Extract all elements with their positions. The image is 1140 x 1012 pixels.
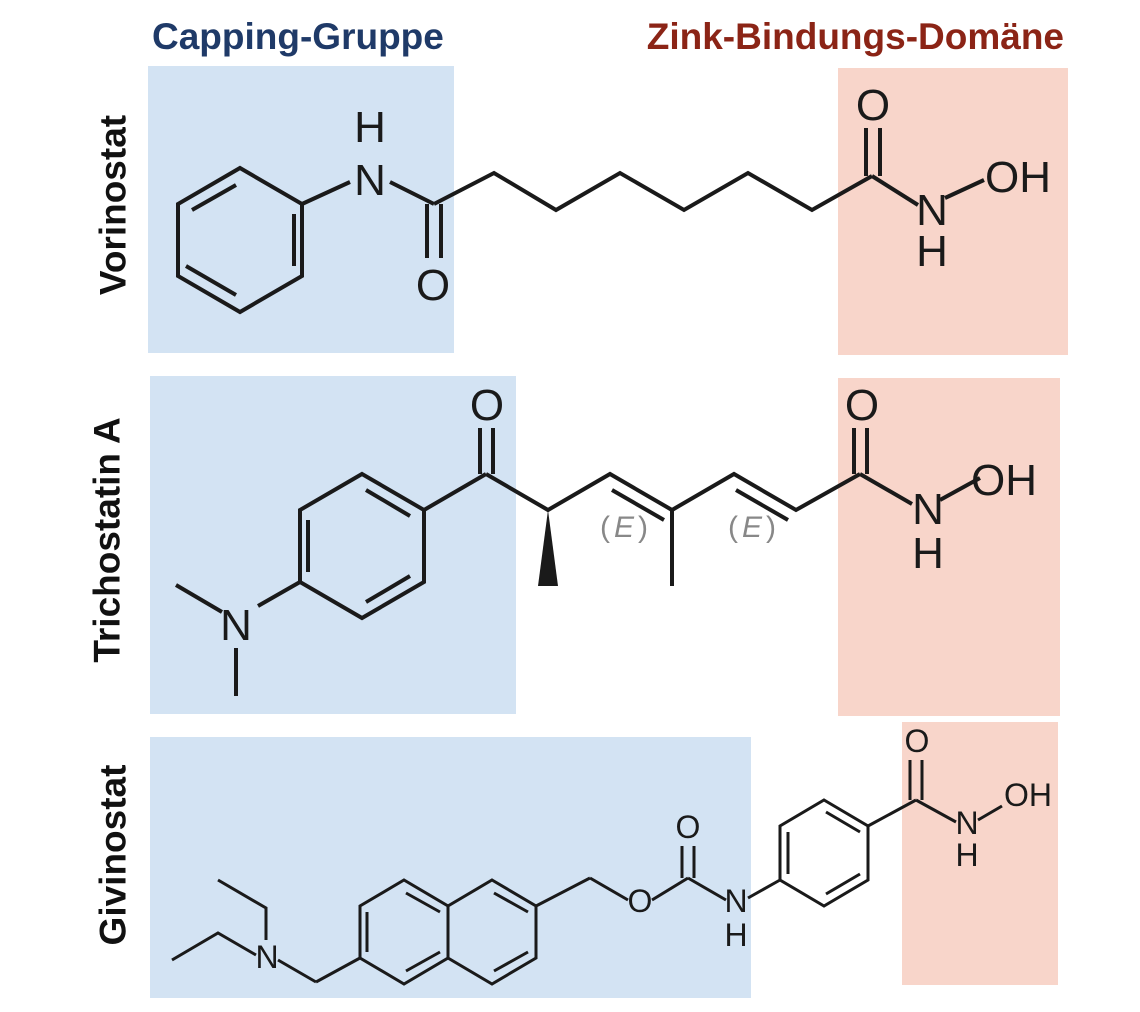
givinostat-carbamate-H: H (724, 917, 747, 953)
givinostat-hydroxamate-OH: OH (1004, 777, 1052, 813)
trichostatin-hydroxamate-N: N (912, 485, 944, 534)
trichostatin-zinc-box (838, 378, 1060, 716)
givinostat-carbonyl-O: O (905, 723, 930, 759)
trichostatin-ketone-O: O (470, 381, 504, 430)
vorinostat-carbonyl-O: O (856, 81, 890, 130)
givinostat-phenyl-ring (778, 798, 870, 908)
stereo-E-right-open-paren: ( (728, 511, 738, 544)
givinostat-capping-box (150, 737, 751, 998)
stereo-E-right-close-paren: ) (766, 511, 776, 544)
vorinostat-hydroxamate-OH: OH (985, 153, 1051, 202)
vorinostat-hydroxamate-H: H (916, 227, 948, 276)
trichostatin-capping-box (150, 376, 516, 714)
trichostatin-wedge-bond (538, 510, 558, 586)
givinostat-hydroxamate-H: H (955, 837, 978, 873)
vorinostat-zinc-box (838, 68, 1068, 355)
vorinostat-structure (176, 128, 985, 315)
stereo-E-left-close-paren: ) (638, 511, 648, 544)
givinostat-amine-N: N (255, 939, 278, 975)
stereo-E-right: E (742, 511, 763, 544)
trichostatin-dimethylamino-N: N (220, 601, 252, 650)
trichostatin-structure (174, 428, 981, 696)
givinostat-carbamate-O: O (676, 809, 701, 845)
givinostat-carbamate-N: N (724, 883, 747, 919)
trichostatin-hydroxamate-H: H (912, 529, 944, 578)
vorinostat-amide-H: H (354, 103, 386, 152)
givinostat-ester-O: O (628, 883, 653, 919)
zinc-binding-domain-header: Zink-Bindungs-Domäne (646, 16, 1064, 57)
stereo-E-left-open-paren: ( (600, 511, 610, 544)
vorinostat-hydroxamate-N: N (916, 186, 948, 235)
trichostatin-hydroxamate-OH: OH (971, 456, 1037, 505)
capping-group-header: Capping-Gruppe (152, 16, 444, 57)
givinostat-hydroxamate-N: N (955, 805, 978, 841)
givinostat-structure (171, 760, 1003, 986)
givinostat-zinc-box (902, 722, 1058, 985)
vorinostat-amide-N: N (354, 156, 386, 205)
vorinostat-amide-O: O (416, 261, 450, 310)
trichostatin-carbonyl-O: O (845, 381, 879, 430)
stereo-E-left: E (614, 511, 635, 544)
